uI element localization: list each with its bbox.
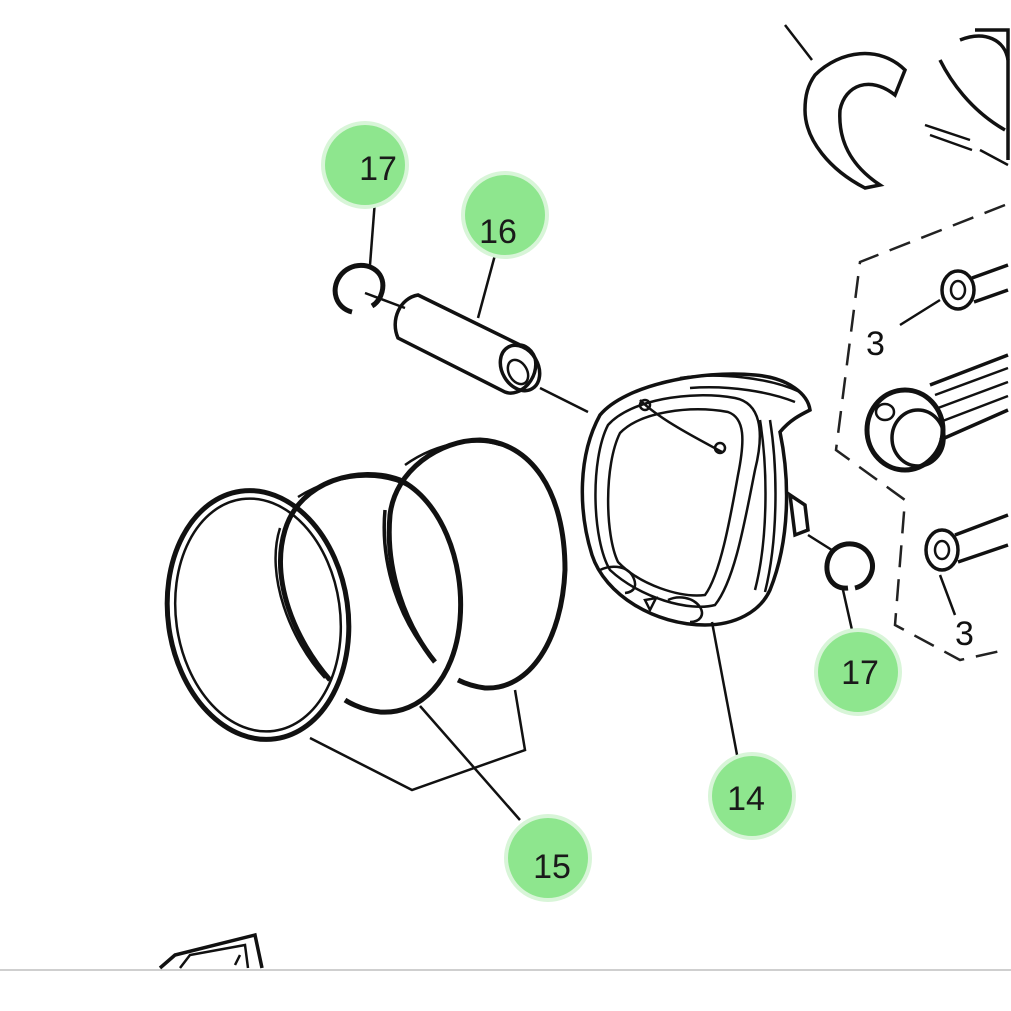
circlip-right [824,541,875,591]
leader-14 [710,621,740,761]
leader-17-right [841,589,854,631]
piston-ring-3 [382,437,568,691]
connecting-rod-assembly [834,203,1009,662]
leader-16 [476,254,497,319]
label-3-top: 3 [866,325,885,363]
callout-17-top: 17 [321,121,409,209]
callout-15-label: 15 [533,848,571,886]
bearing-shell-fragment [784,24,1010,190]
callout-14-label: 14 [727,780,765,818]
bracket-15 [309,689,527,792]
callout-16-label: 16 [479,213,517,251]
callout-16: 16 [461,171,549,259]
piston [580,372,812,627]
circlip-top [332,262,386,315]
piston-ring-1 [164,488,352,742]
cover-fragment [158,932,264,970]
piston-ring-2 [274,471,464,715]
callout-17-right: 17 [814,628,902,716]
callout-14: 14 [708,752,796,840]
callout-17-top-label: 17 [359,150,397,188]
axis-line-piston [539,386,589,414]
leader-17-top [368,199,377,266]
callout-15: 15 [504,814,592,902]
axis-line-circlip [807,533,836,554]
axis-line-pin [364,291,406,310]
callout-17-right-label: 17 [841,654,879,692]
label-3-bottom: 3 [955,615,974,653]
leader-15-ring2 [419,705,521,821]
piston-pin [393,293,542,395]
